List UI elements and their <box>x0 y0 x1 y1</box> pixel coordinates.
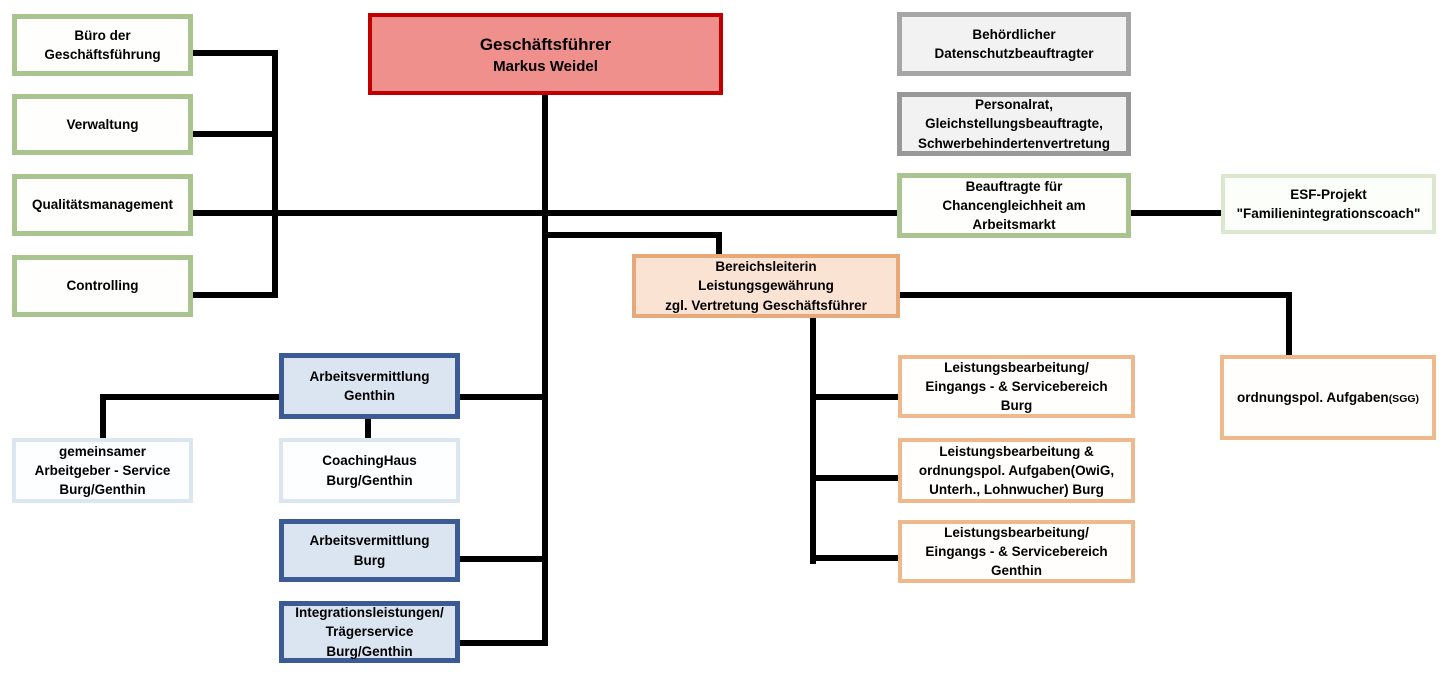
node-integrationsleistungen: Integrationsleistungen/ Trägerservice Bu… <box>279 601 460 663</box>
node-label: Integrationsleistungen/ Trägerservice Bu… <box>295 605 444 659</box>
node-gemeinsamer-arbeitgeber-service: gemeinsamer Arbeitgeber - Service Burg/G… <box>12 438 193 503</box>
connector-lb-owig-stub <box>810 475 898 481</box>
node-ordnungspol-aufgaben-sgg: ordnungspol. Aufgaben(SGG) <box>1220 355 1436 440</box>
node-label: Personalrat, Gleichstellungsbeauftragte,… <box>917 97 1111 151</box>
node-label: Arbeitsvermittlung Burg <box>309 533 430 568</box>
connector-coachinghaus-v <box>365 419 371 438</box>
node-label: Controlling <box>66 278 139 294</box>
node-qualitaetsmanagement: Qualitätsmanagement <box>12 174 193 236</box>
connector-bl-sub-vertical <box>810 318 816 564</box>
node-label: Behördlicher Datenschutzbeauftragter <box>934 26 1094 61</box>
node-esf-projekt: ESF-Projekt "Familienintegrationscoach" <box>1221 174 1436 234</box>
node-label: Verwaltung <box>66 116 139 132</box>
node-verwaltung: Verwaltung <box>12 94 193 155</box>
node-label: Leistungsbearbeitung/ Eingangs - & Servi… <box>925 359 1108 414</box>
node-personalrat: Personalrat, Gleichstellungsbeauftragte,… <box>897 92 1131 156</box>
connector-av-genthin-h <box>460 394 542 400</box>
node-arbeitsvermittlung-genthin: Arbeitsvermittlung Genthin <box>279 353 460 419</box>
node-label: Leistungsbearbeitung & ordnungspol. Aufg… <box>918 443 1115 498</box>
node-controlling: Controlling <box>12 255 193 317</box>
connector-controlling-stub <box>190 292 278 298</box>
connector-sgg-v <box>1286 292 1292 355</box>
node-leistungsbearbeitung-burg: Leistungsbearbeitung/ Eingangs - & Servi… <box>898 355 1135 418</box>
connector-lb-genthin-stub <box>810 555 898 561</box>
node-title: Geschäftsführer <box>479 35 612 55</box>
connector-integration-h <box>460 640 542 646</box>
node-bereichsleiterin: Bereichsleiterin Leistungsgewährung zgl.… <box>632 254 900 318</box>
connector-bl-right-h <box>900 292 1292 298</box>
node-coachinghaus: CoachingHaus Burg/Genthin <box>279 438 460 503</box>
connector-bl-branch-v <box>716 232 722 254</box>
connector-verwaltung-stub <box>190 131 278 137</box>
node-label: ESF-Projekt "Familienintegrationscoach" <box>1236 186 1421 221</box>
node-label-suffix: (SGG) <box>1388 392 1420 405</box>
node-label: ordnungspol. Aufgaben(SGG) <box>1236 389 1420 405</box>
node-label: Arbeitsvermittlung Genthin <box>309 368 430 403</box>
node-leistungsbearbeitung-owig: Leistungsbearbeitung & ordnungspol. Aufg… <box>898 438 1135 503</box>
node-geschaeftsfuehrer: Geschäftsführer Markus Weidel <box>368 13 723 95</box>
connector-lb-burg-stub <box>810 394 898 400</box>
node-label: Büro der Geschäftsführung <box>44 27 161 62</box>
node-buero-der-geschaeftsfuehrung: Büro der Geschäftsführung <box>12 14 193 76</box>
node-label: Bereichsleiterin Leistungsgewährung zgl.… <box>665 259 867 313</box>
connector-esf-h <box>1131 210 1221 216</box>
node-label: Beauftragte für Chancengleichheit am Arb… <box>942 178 1086 233</box>
node-leistungsbearbeitung-genthin: Leistungsbearbeitung/ Eingangs - & Servi… <box>898 520 1135 583</box>
node-label: Qualitätsmanagement <box>31 197 174 213</box>
connector-bl-branch-h <box>542 232 722 238</box>
node-person-name: Markus Weidel <box>493 57 598 75</box>
node-label: gemeinsamer Arbeitgeber - Service Burg/G… <box>34 443 171 498</box>
connector-ags-v <box>100 394 106 438</box>
connector-av-burg-h <box>460 556 542 562</box>
node-arbeitsvermittlung-burg: Arbeitsvermittlung Burg <box>279 519 460 582</box>
connector-buero-stub <box>190 50 278 56</box>
connector-ags-h <box>100 394 279 400</box>
node-datenschutzbeauftragter: Behördlicher Datenschutzbeauftragter <box>897 12 1131 76</box>
node-label: CoachingHaus Burg/Genthin <box>322 453 417 488</box>
node-chancengleichheit: Beauftragte für Chancengleichheit am Arb… <box>897 173 1131 238</box>
connector-left-bracket <box>272 50 278 298</box>
connector-central-vertical <box>542 95 548 646</box>
node-label: Leistungsbearbeitung/ Eingangs - & Servi… <box>925 524 1108 579</box>
